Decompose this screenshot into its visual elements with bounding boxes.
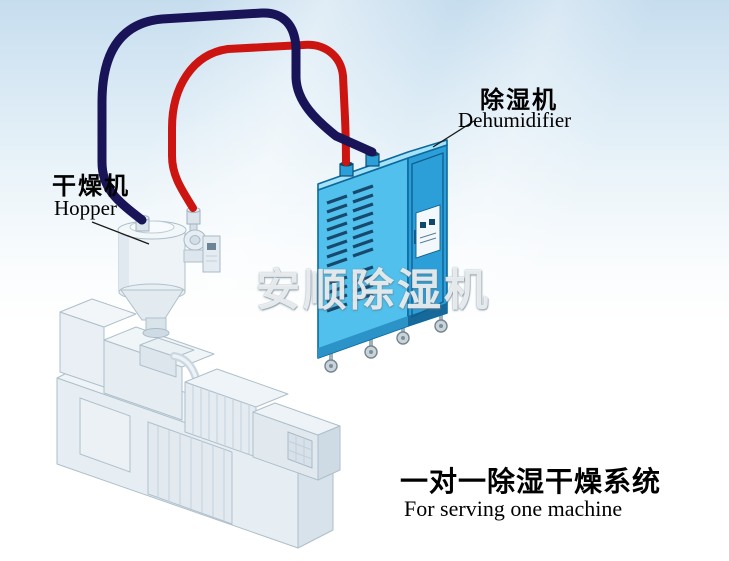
dehumidifier-label-cn: 除湿机 — [480, 87, 558, 114]
barrel-cover-top — [184, 368, 289, 408]
control-panel-line — [419, 232, 437, 239]
hopper-body-shade — [119, 230, 129, 292]
hoses — [97, 8, 377, 225]
barrel-cover-stripes — [192, 385, 250, 454]
hopper-body — [118, 229, 186, 293]
caster-wheel — [324, 352, 338, 373]
extruder-machine — [56, 298, 341, 549]
door-handle — [414, 230, 417, 244]
hopper-pedestal-front — [139, 344, 177, 378]
control-panel-line — [419, 237, 437, 244]
blower-hub — [189, 235, 201, 245]
dehumidifier-base-strip — [318, 316, 408, 358]
control-panel-button — [420, 222, 426, 228]
die-head-grid-lines — [287, 435, 313, 465]
caster-wheel — [364, 338, 378, 359]
hopper-control-display — [207, 243, 216, 250]
dehumidifier-leader-line — [432, 120, 475, 148]
dehumidifier-base-strip-side — [408, 303, 447, 326]
die-head-end — [317, 425, 341, 481]
caption-en: For serving one machine — [404, 496, 623, 521]
caption-cn: 一对一除湿干燥系统 — [400, 466, 662, 497]
hopper-leader-line — [91, 221, 150, 245]
gearbox-top — [59, 298, 137, 328]
dehumidifier-label-en: Dehumidifier — [458, 108, 572, 132]
control-panel-button — [429, 219, 435, 225]
hopper-label-en: Hopper — [54, 196, 117, 220]
extruder-door-small — [79, 397, 131, 473]
hopper-label-cn: 干燥机 — [52, 173, 130, 200]
dehumidifier-top-face — [317, 139, 448, 191]
supply-hose-navy — [97, 8, 377, 225]
leader-lines — [91, 120, 475, 245]
hopper-neck-flange — [142, 328, 170, 338]
caster-wheel — [434, 312, 448, 333]
caster-wheel — [396, 324, 410, 345]
dehumidifier-door-outline — [411, 152, 444, 319]
feed-elbow-highlight — [172, 354, 198, 380]
vent-grille — [326, 184, 374, 313]
blower-bridge — [183, 249, 205, 263]
watermark-text: 安顺除湿机 — [256, 266, 491, 315]
return-hose-red — [168, 40, 350, 212]
hopper-control-box — [202, 235, 221, 273]
control-panel — [415, 204, 441, 259]
extruder-door-stripes — [157, 426, 225, 521]
hopper-dryer — [117, 207, 221, 338]
